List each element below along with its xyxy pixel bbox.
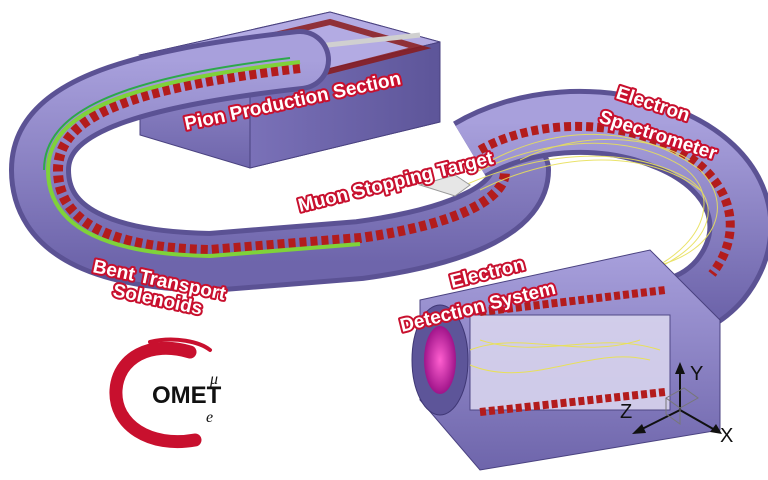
axis-z-label: Z (620, 401, 632, 423)
axis-y-label: Y (690, 363, 703, 385)
comet-logo: OMET μ e (116, 340, 222, 442)
logo-e: e (206, 409, 213, 426)
logo-mu: μ (209, 371, 218, 388)
axis-x-label: X (720, 425, 733, 447)
